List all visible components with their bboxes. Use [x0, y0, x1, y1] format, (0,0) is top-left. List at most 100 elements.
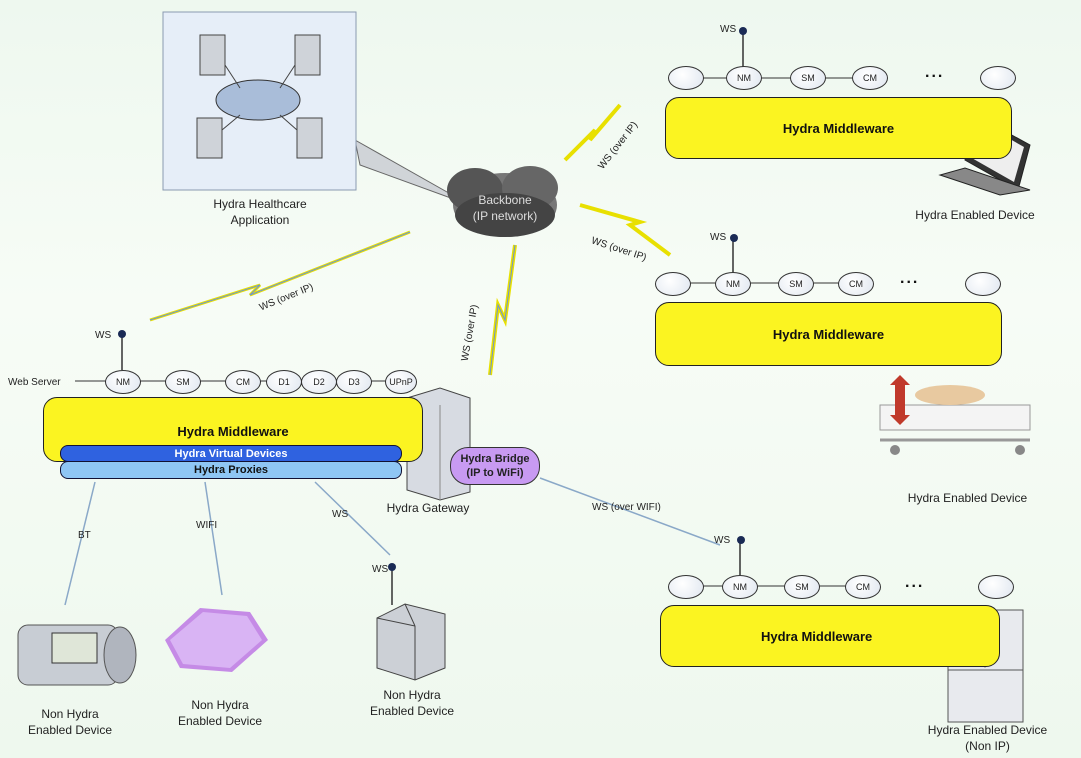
node-sm: SM	[778, 272, 814, 296]
node-upnp: UPnP	[385, 370, 417, 394]
node-label: UPnP	[389, 377, 413, 387]
node-d3: D3	[336, 370, 372, 394]
ws-antenna-label-gateway: WS	[95, 330, 112, 341]
node-label: SM	[176, 377, 190, 387]
node-label: D3	[348, 377, 360, 387]
node-nm: NM	[715, 272, 751, 296]
node-d2: D2	[301, 370, 337, 394]
node-empty	[655, 272, 691, 296]
node-label: D2	[313, 377, 325, 387]
more-nodes-ellipsis: ...	[900, 270, 920, 287]
server-icon	[296, 117, 323, 159]
node-label: CM	[863, 73, 877, 83]
link-label-ws: WS	[332, 509, 349, 520]
middleware-label: Hydra Middleware	[772, 326, 885, 342]
middleware-label: Hydra Middleware	[782, 120, 895, 136]
bed-device-label: Hydra Enabled Device	[907, 491, 1028, 505]
server-icon	[294, 34, 321, 76]
link-bridge-wifi	[539, 477, 721, 546]
more-nodes-ellipsis: ...	[925, 64, 945, 81]
fridge-device-label-line1: Hydra Enabled Device	[927, 723, 1048, 737]
node-sm: SM	[165, 370, 201, 394]
laptop-device-label: Hydra Enabled Device	[915, 208, 1035, 222]
node-label: CM	[856, 582, 870, 592]
node-label: CM	[849, 279, 863, 289]
ws-antenna-label-top: WS	[720, 24, 737, 35]
virtual-devices-label: Hydra Virtual Devices	[174, 447, 288, 460]
node-label: NM	[116, 377, 130, 387]
ws-antenna-label-mid: WS	[710, 232, 727, 243]
link-down	[488, 244, 517, 376]
node-cm: CM	[225, 370, 261, 394]
node-nm: NM	[726, 66, 762, 90]
app-callout	[354, 139, 471, 206]
middleware-mid-right: Hydra Middleware	[655, 302, 1002, 366]
link-bt	[64, 481, 96, 606]
link-label-bt: BT	[78, 530, 91, 541]
blood-pressure-monitor-icon	[17, 624, 137, 686]
node-empty	[668, 66, 704, 90]
server-icon	[199, 34, 226, 76]
link-ws	[314, 481, 391, 556]
link-mid-right	[579, 203, 672, 257]
link-wifi	[204, 481, 223, 596]
node-d1: D1	[266, 370, 302, 394]
node-label: CM	[236, 377, 250, 387]
middleware-label: Hydra Middleware	[761, 628, 873, 644]
backbone-cloud	[447, 166, 558, 237]
virtual-devices-layer: Hydra Virtual Devices	[60, 445, 402, 462]
non-hydra-device-label: Non Hydra Enabled Device	[160, 697, 280, 729]
node-empty	[965, 272, 1001, 296]
middleware-label: Hydra Middleware	[177, 424, 289, 439]
healthcare-app-label-line2: Application	[230, 213, 290, 227]
fridge-device-label: Hydra Enabled Device (Non IP)	[905, 722, 1070, 754]
node-label: NM	[737, 73, 751, 83]
healthcare-app-label: Hydra Healthcare Application	[175, 196, 345, 228]
proxies-label: Hydra Proxies	[194, 464, 268, 476]
link-label-wifi-lower: WIFI	[196, 520, 218, 531]
proxies-layer: Hydra Proxies	[60, 461, 402, 479]
node-label: D1	[278, 377, 290, 387]
node-label: SM	[795, 582, 809, 592]
healthcare-app-label-line1: Hydra Healthcare	[213, 197, 307, 211]
node-empty	[980, 66, 1016, 90]
node-nm: NM	[722, 575, 758, 599]
bridge-label-line1: Hydra Bridge	[460, 453, 530, 465]
node-label: NM	[726, 279, 740, 289]
node-empty	[978, 575, 1014, 599]
wifi-device-icon	[165, 608, 268, 672]
backbone-label: Backbone (IP network)	[455, 192, 555, 224]
fridge-device-label-line2: (Non IP)	[965, 739, 1010, 753]
node-label: SM	[801, 73, 815, 83]
non-hydra-label-line1: Non Hydra	[191, 698, 249, 712]
node-cm: CM	[845, 575, 881, 599]
network-hub-icon	[215, 79, 301, 121]
web-server-label: Web Server	[8, 377, 61, 388]
node-cm: CM	[838, 272, 874, 296]
non-hydra-device-label: Non Hydra Enabled Device	[352, 687, 472, 719]
node-label: SM	[789, 279, 803, 289]
node-empty	[668, 575, 704, 599]
backbone-label-line2: (IP network)	[472, 209, 538, 223]
hospital-bed-icon	[879, 375, 1031, 455]
non-hydra-label-line2: Enabled Device	[27, 723, 113, 737]
more-nodes-ellipsis: ...	[905, 574, 925, 591]
ws-antenna-label-bottom: WS	[714, 535, 731, 546]
hydra-bridge: Hydra Bridge (IP to WiFi)	[450, 447, 540, 485]
non-hydra-label-line1: Non Hydra	[383, 688, 441, 702]
ws-antenna-label-device: WS	[372, 564, 389, 575]
box-device-icon	[376, 603, 446, 681]
non-hydra-label-line1: Non Hydra	[41, 707, 99, 721]
middleware-top-right: Hydra Middleware	[665, 97, 1012, 159]
bridge-label-line2: (IP to WiFi)	[466, 467, 524, 479]
link-label-wifi: WS (over WIFI)	[592, 502, 661, 513]
node-label: NM	[733, 582, 747, 592]
backbone-label-line1: Backbone	[478, 193, 532, 207]
non-hydra-label-line2: Enabled Device	[177, 714, 263, 728]
node-sm: SM	[784, 575, 820, 599]
gateway-label: Hydra Gateway	[386, 501, 470, 515]
node-nm: NM	[105, 370, 141, 394]
non-hydra-label-line2: Enabled Device	[369, 704, 455, 718]
